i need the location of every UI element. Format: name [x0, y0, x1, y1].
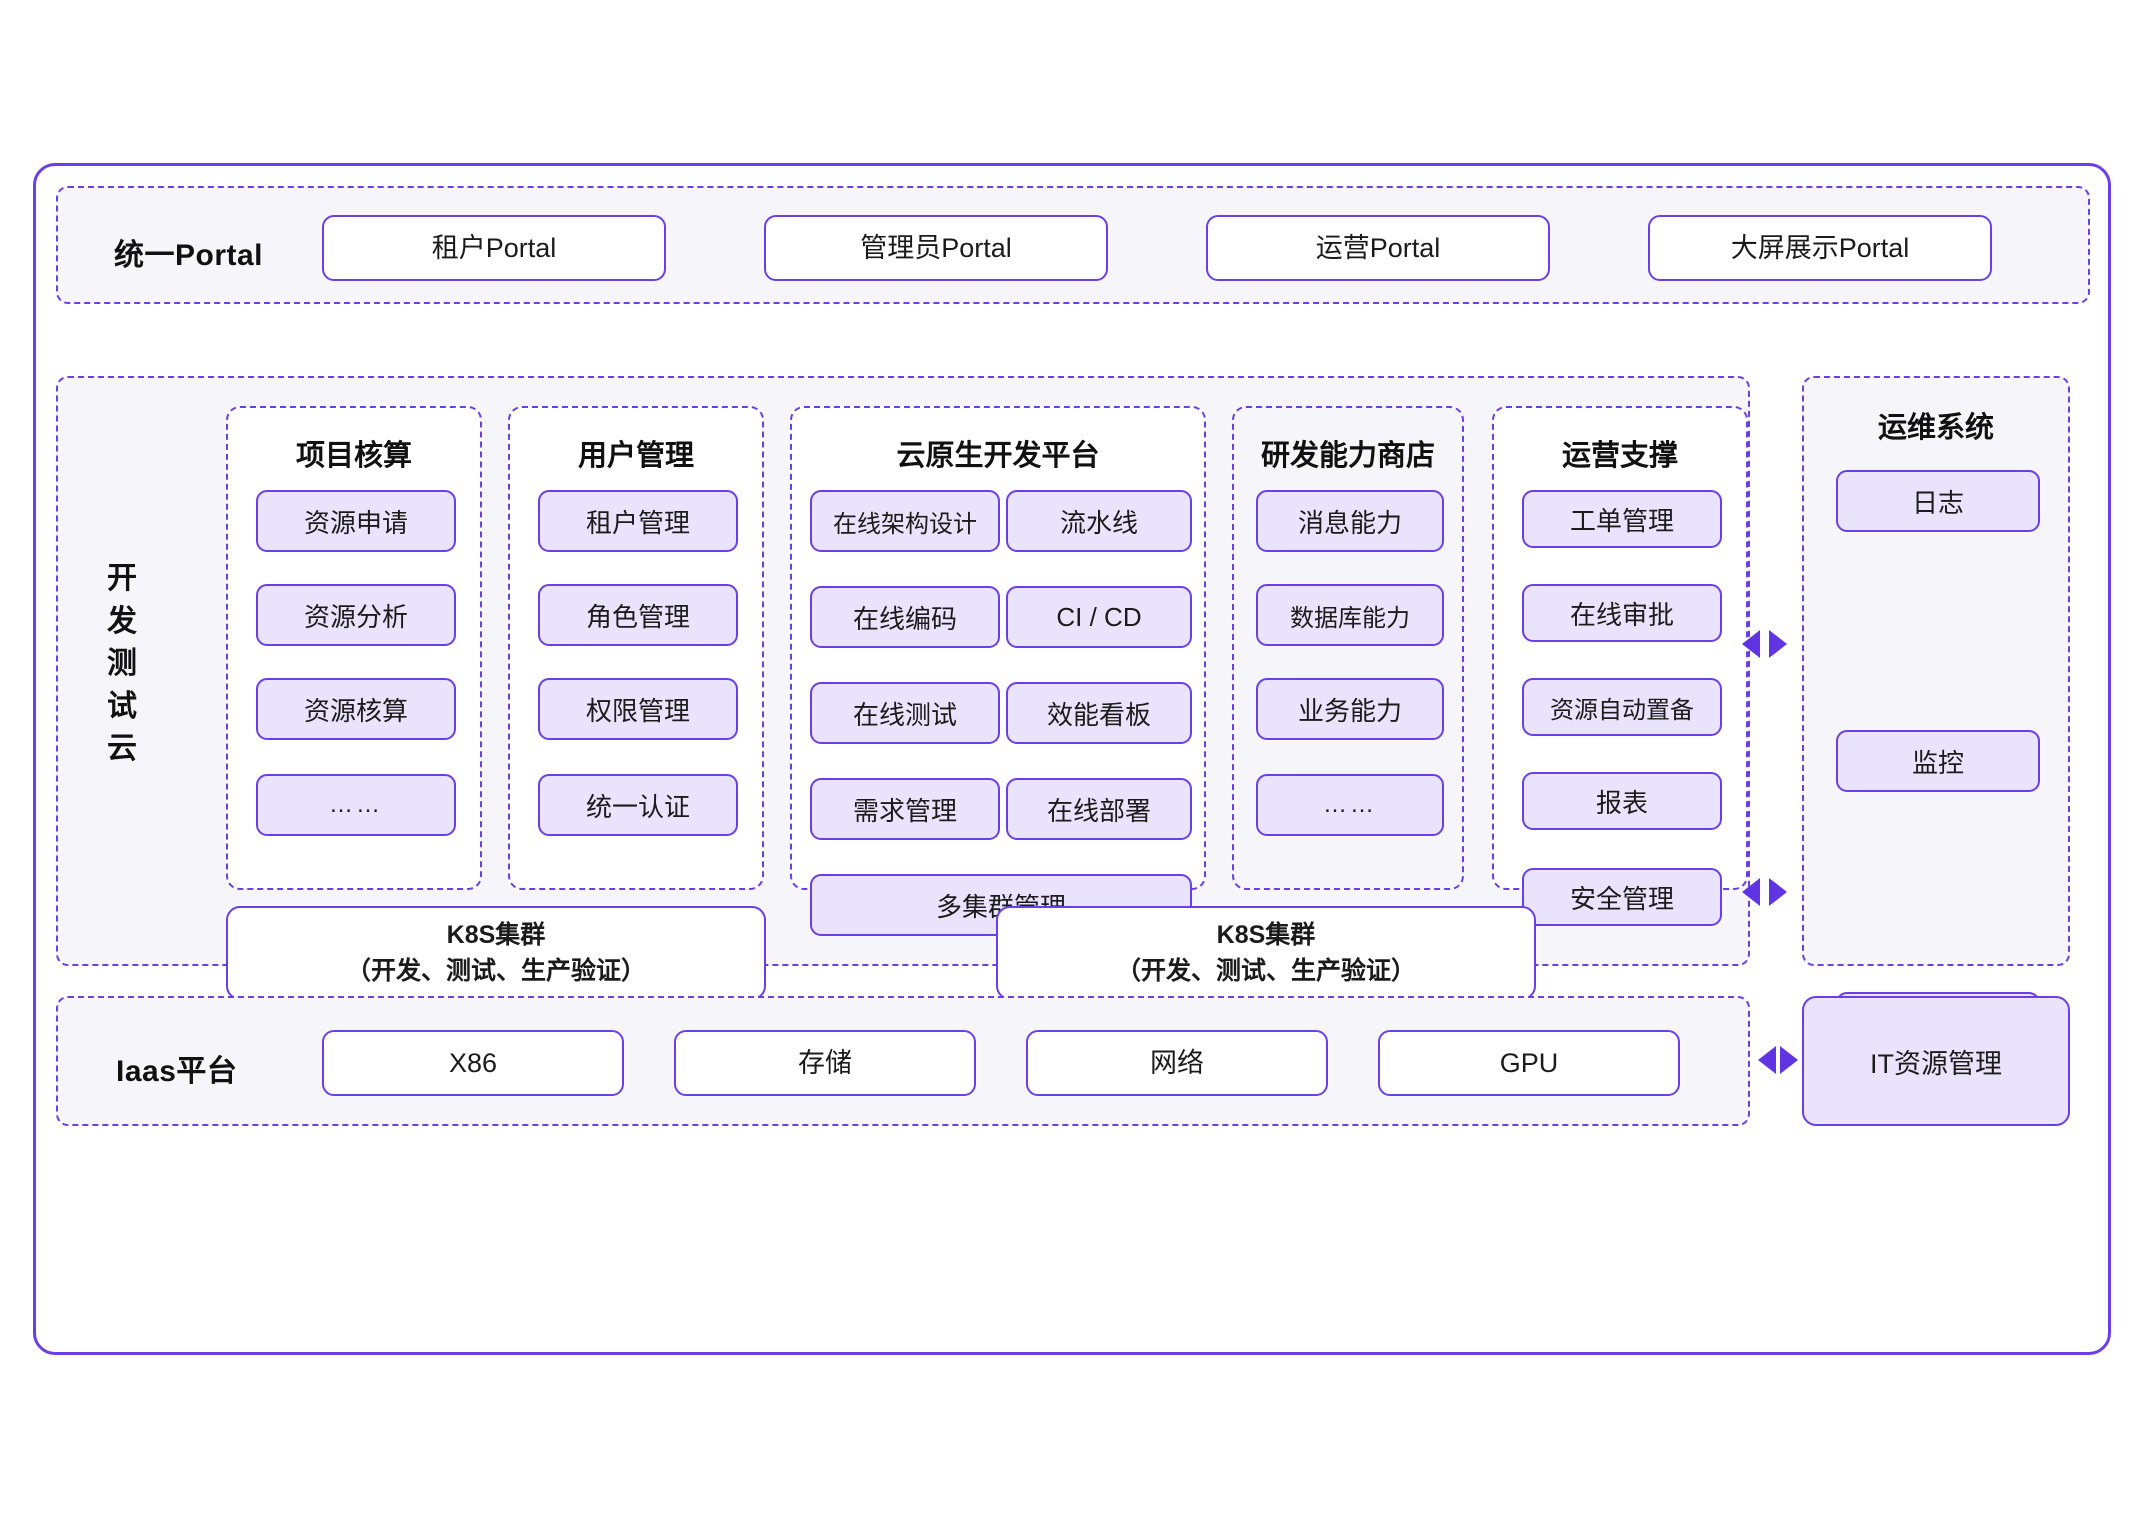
group-user-management: 用户管理 租户管理 角色管理 权限管理 统一认证	[508, 406, 764, 890]
chip-logs[interactable]: 日志	[1836, 470, 2040, 532]
chip-pipeline[interactable]: 流水线	[1006, 490, 1192, 552]
chip-database-capability[interactable]: 数据库能力	[1256, 584, 1444, 646]
chip-resource-analysis[interactable]: 资源分析	[256, 584, 456, 646]
ops-system-section: 运维系统 日志 监控 告警	[1802, 376, 2070, 1054]
dev-test-cloud-label: 开发测试云	[107, 562, 137, 766]
chip-auto-provisioning[interactable]: 资源自动置备	[1522, 678, 1722, 736]
portal-operations[interactable]: 运营Portal	[1206, 215, 1550, 281]
arrow-left-icon	[1742, 630, 1760, 658]
chip-business-capability[interactable]: 业务能力	[1256, 678, 1444, 740]
chip-online-approval[interactable]: 在线审批	[1522, 584, 1722, 642]
portal-tenant[interactable]: 租户Portal	[322, 215, 666, 281]
chip-tenant-management[interactable]: 租户管理	[538, 490, 738, 552]
chip-monitoring[interactable]: 监控	[1836, 730, 2040, 792]
arrow-right-icon	[1769, 630, 1787, 658]
chip-resource-request[interactable]: 资源申请	[256, 490, 456, 552]
iaas-x86[interactable]: X86	[322, 1030, 624, 1096]
chip-project-accounting-more[interactable]: ……	[256, 774, 456, 836]
chip-ticket-management[interactable]: 工单管理	[1522, 490, 1722, 548]
chip-reports[interactable]: 报表	[1522, 772, 1722, 830]
group-capability-store: 研发能力商店 消息能力 数据库能力 业务能力 ……	[1232, 406, 1464, 890]
it-resource-management[interactable]: IT资源管理	[1802, 996, 2070, 1126]
group-cloud-native-platform: 云原生开发平台 在线架构设计 流水线 在线编码 CI / CD 在线测试 效能看…	[790, 406, 1206, 936]
group-project-accounting-title: 项目核算	[295, 440, 412, 472]
chip-unified-auth[interactable]: 统一认证	[538, 774, 738, 836]
chip-security-management[interactable]: 安全管理	[1522, 868, 1722, 926]
chip-permission-management[interactable]: 权限管理	[538, 678, 738, 740]
connector-ops-upper	[1742, 630, 1787, 658]
portal-section-label: 统一Portal	[114, 239, 264, 272]
chip-resource-accounting[interactable]: 资源核算	[256, 678, 456, 740]
chip-capability-store-more[interactable]: ……	[1256, 774, 1444, 836]
connector-iaas-side	[1758, 1046, 1798, 1074]
arrow-right-icon	[1780, 1046, 1798, 1074]
ops-system-title: 运维系统	[1877, 412, 1994, 444]
iaas-section: Iaas平台 X86 存储 网络 GPU	[56, 996, 1750, 1126]
arrow-left-icon	[1758, 1046, 1776, 1074]
group-operations-support: 运营支撑 工单管理 在线审批 资源自动置备 报表 安全管理	[1492, 406, 1748, 926]
group-user-management-title: 用户管理	[577, 440, 694, 472]
group-operations-support-title: 运营支撑	[1561, 440, 1678, 472]
arrow-right-icon	[1769, 878, 1787, 906]
chip-ci-cd[interactable]: CI / CD	[1006, 586, 1192, 648]
k8s-cluster-2[interactable]: K8S集群 （开发、测试、生产验证）	[996, 906, 1536, 1000]
portal-admin[interactable]: 管理员Portal	[764, 215, 1108, 281]
chip-efficiency-dashboard[interactable]: 效能看板	[1006, 682, 1192, 744]
architecture-diagram: 统一Portal 租户Portal 管理员Portal 运营Portal 大屏展…	[33, 163, 2111, 1355]
chip-role-management[interactable]: 角色管理	[538, 584, 738, 646]
group-capability-store-title: 研发能力商店	[1260, 440, 1435, 472]
k8s-cluster-1[interactable]: K8S集群 （开发、测试、生产验证）	[226, 906, 766, 1000]
iaas-storage[interactable]: 存储	[674, 1030, 976, 1096]
chip-message-capability[interactable]: 消息能力	[1256, 490, 1444, 552]
iaas-section-label: Iaas平台	[116, 1055, 238, 1088]
iaas-gpu[interactable]: GPU	[1378, 1030, 1680, 1096]
connector-ops-lower	[1742, 878, 1787, 906]
portal-bigscreen[interactable]: 大屏展示Portal	[1648, 215, 1992, 281]
portal-section: 统一Portal 租户Portal 管理员Portal 运营Portal 大屏展…	[56, 186, 2090, 304]
chip-online-architecture-design[interactable]: 在线架构设计	[810, 490, 1000, 552]
group-cloud-native-platform-title: 云原生开发平台	[896, 440, 1100, 472]
chip-online-coding[interactable]: 在线编码	[810, 586, 1000, 648]
group-project-accounting: 项目核算 资源申请 资源分析 资源核算 ……	[226, 406, 482, 890]
chip-requirement-management[interactable]: 需求管理	[810, 778, 1000, 840]
arrow-left-icon	[1742, 878, 1760, 906]
chip-online-deployment[interactable]: 在线部署	[1006, 778, 1192, 840]
dev-test-cloud-section: 开发测试云 项目核算 资源申请 资源分析 资源核算 …… 用户管理 租户管理 角…	[56, 376, 1750, 1000]
chip-online-testing[interactable]: 在线测试	[810, 682, 1000, 744]
iaas-network[interactable]: 网络	[1026, 1030, 1328, 1096]
